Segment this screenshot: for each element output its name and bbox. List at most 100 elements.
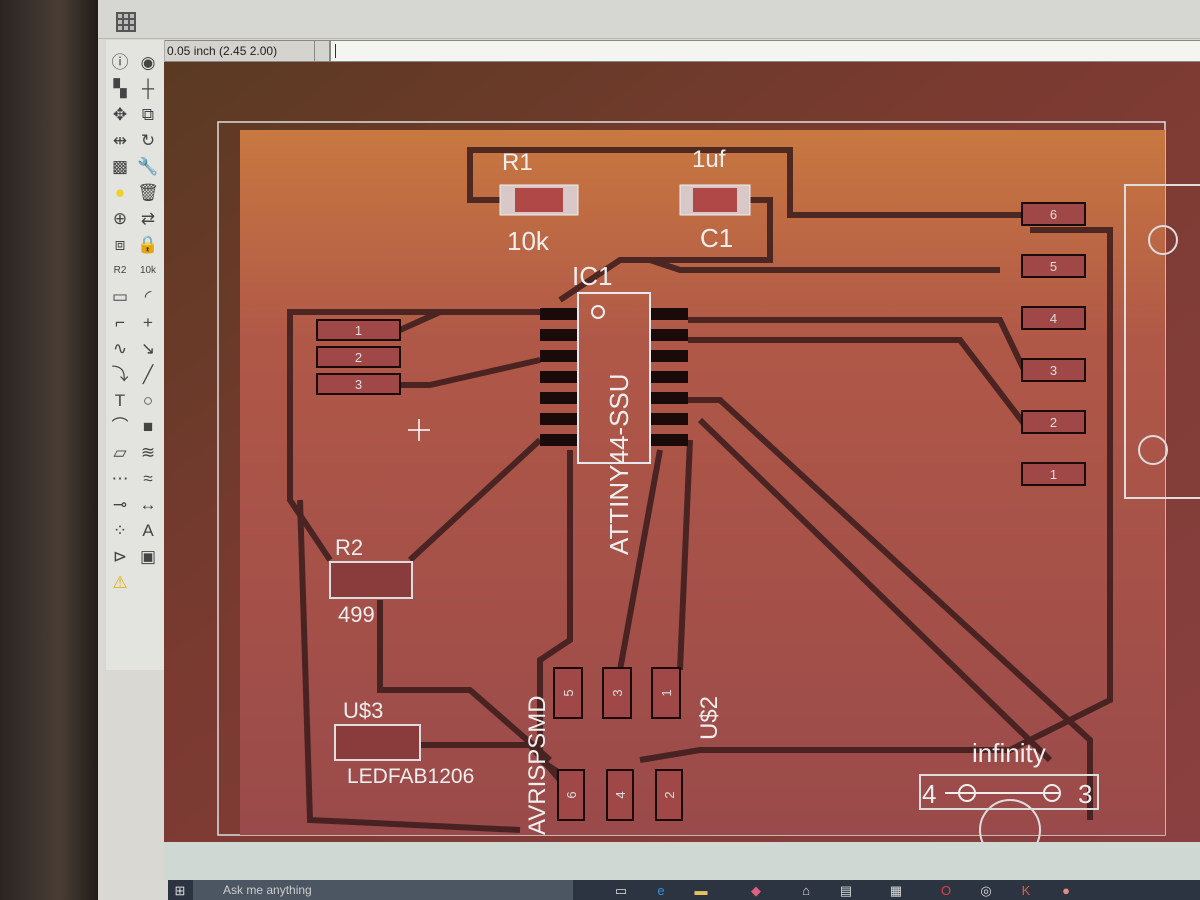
value-icon[interactable]: 10k bbox=[139, 265, 157, 276]
crosshair-icon bbox=[408, 419, 430, 441]
left-header[interactable]: 1 2 3 bbox=[316, 319, 401, 395]
delete-icon[interactable]: 🗑 bbox=[137, 183, 159, 202]
pad: 6 bbox=[557, 769, 585, 821]
smash-icon[interactable]: ⧈ bbox=[114, 235, 126, 254]
miter-icon[interactable]: ◜ bbox=[144, 287, 152, 306]
pad-label: 2 bbox=[355, 350, 362, 365]
edge-icon[interactable]: e bbox=[657, 883, 665, 898]
group-icon[interactable]: ▩ bbox=[111, 157, 129, 176]
rectangle-icon[interactable]: ■ bbox=[142, 417, 154, 436]
autorouter-icon[interactable]: ⊸ bbox=[112, 495, 128, 514]
meander-icon[interactable]: ∿ bbox=[112, 339, 128, 358]
route-a-icon[interactable]: A bbox=[142, 521, 154, 540]
polygon-icon[interactable]: ▱ bbox=[113, 443, 127, 462]
warning-icon[interactable]: ⚠ bbox=[112, 573, 128, 592]
gate-icon[interactable]: ⊳ bbox=[112, 547, 128, 566]
route-icon[interactable]: ↘ bbox=[140, 339, 156, 358]
grid-icon[interactable] bbox=[116, 12, 136, 32]
pad: 5 bbox=[553, 667, 583, 719]
part-infinity[interactable]: infinity 4 3 bbox=[919, 738, 1099, 861]
ic-pad bbox=[650, 329, 688, 341]
pad-label: 5 bbox=[1050, 259, 1057, 274]
part-r2[interactable]: R2 499 bbox=[329, 535, 413, 627]
mirror-icon[interactable]: ⇹ bbox=[112, 131, 128, 150]
drc-tools-icon[interactable]: ⁘ bbox=[112, 521, 128, 540]
ic-pad bbox=[540, 371, 578, 383]
pad: 3 bbox=[1021, 358, 1086, 382]
info-icon[interactable]: ⓘ bbox=[111, 53, 129, 72]
pad: 2 bbox=[655, 769, 683, 821]
windows-start-icon[interactable]: ⊞ bbox=[174, 883, 186, 898]
circle-icon[interactable]: ○ bbox=[142, 391, 154, 410]
move-icon[interactable]: ✥ bbox=[112, 105, 128, 124]
part-u3[interactable]: U$3 LEDFAB1206 bbox=[334, 698, 474, 788]
ic-pad bbox=[540, 392, 578, 404]
k-app-icon[interactable]: K bbox=[1021, 883, 1031, 898]
optimize-icon[interactable]: + bbox=[143, 313, 153, 332]
opera-icon[interactable]: O bbox=[940, 883, 952, 898]
part-c1[interactable]: 1uf C1 bbox=[679, 146, 751, 253]
ic-pad bbox=[650, 371, 688, 383]
eagle-board-editor: 0.05 inch (2.45 2.00) ⓘ ◉ ▚ ┼ ✥ ⧉ ⇹ ↻ ▩ 🔧 ● 🗑 ⊕ ⇄ ⧈ 🔒 R2… bbox=[98, 0, 1200, 900]
pad: 1 bbox=[651, 667, 681, 719]
taskbar-search[interactable]: Ask me anything bbox=[193, 880, 573, 900]
terminal-icon[interactable]: ▤ bbox=[839, 883, 853, 898]
monitor-bezel bbox=[0, 0, 100, 900]
pad-label: 3 bbox=[355, 377, 362, 392]
ic-pad bbox=[650, 413, 688, 425]
eagle-app-icon[interactable]: ◆ bbox=[751, 883, 761, 898]
part-name: IC1 bbox=[572, 261, 612, 291]
part-ic1[interactable]: IC1 ATTINY44-SSU bbox=[540, 261, 688, 555]
via-icon[interactable]: ≋ bbox=[140, 443, 156, 462]
dot-icon[interactable]: ● bbox=[114, 183, 126, 202]
rotate-icon[interactable]: ↻ bbox=[140, 131, 156, 150]
pad: 2 bbox=[1021, 410, 1086, 434]
ic-pad bbox=[540, 350, 578, 362]
calculator-icon[interactable]: ▦ bbox=[889, 883, 903, 898]
command-toolbar: ⓘ ◉ ▚ ┼ ✥ ⧉ ⇹ ↻ ▩ 🔧 ● 🗑 ⊕ ⇄ ⧈ 🔒 R2 10k ▭ ◜ ⌐ + ∿ ↘ ⤵ ╱ T ○ ⌒ ■ ▱ ≋ ⋯ ≈ ⊸ ↔ ⁘… bbox=[106, 40, 165, 670]
route-diff-icon[interactable]: ⤵ bbox=[111, 365, 129, 384]
app-icon[interactable]: ◎ bbox=[980, 883, 992, 898]
pad: 1 bbox=[316, 319, 401, 341]
arc-icon[interactable]: ⌒ bbox=[111, 417, 129, 436]
command-input[interactable] bbox=[330, 40, 1200, 62]
ratsnest-icon[interactable]: ≈ bbox=[143, 469, 153, 488]
lock-icon[interactable]: 🔒 bbox=[137, 235, 159, 254]
copy-icon[interactable]: ⧉ bbox=[141, 105, 155, 124]
pad: 3 bbox=[602, 667, 632, 719]
ripup-icon[interactable]: ▭ bbox=[111, 287, 129, 306]
pin-label: 3 bbox=[1078, 779, 1092, 809]
wrench-icon[interactable]: 🔧 bbox=[137, 157, 159, 176]
part-name: R1 bbox=[502, 149, 533, 176]
task-view-icon[interactable]: ▭ bbox=[614, 883, 628, 898]
layer-colors-icon[interactable]: ▚ bbox=[113, 79, 127, 98]
coordinate-readout: 0.05 inch (2.45 2.00) bbox=[162, 40, 318, 62]
mark-icon[interactable]: ┼ bbox=[141, 79, 155, 98]
add-part-icon[interactable]: ⊕ bbox=[112, 209, 128, 228]
store-icon[interactable]: ⌂ bbox=[802, 883, 810, 898]
pad: 6 bbox=[1021, 202, 1086, 226]
wire-icon[interactable]: ╱ bbox=[142, 365, 154, 384]
file-explorer-icon[interactable]: ▬ bbox=[694, 883, 708, 898]
traces bbox=[287, 147, 1113, 833]
part-value: LEDFAB1206 bbox=[347, 765, 474, 788]
pad-label: 2 bbox=[662, 791, 677, 798]
text-icon[interactable]: T bbox=[114, 391, 126, 410]
replace-icon[interactable]: ⇄ bbox=[140, 209, 156, 228]
part-r1[interactable]: R1 10k bbox=[499, 149, 579, 256]
ic-pad bbox=[540, 308, 578, 320]
erc-icon[interactable]: ▣ bbox=[139, 547, 157, 566]
status-separator bbox=[314, 40, 330, 62]
split-icon[interactable]: ⌐ bbox=[115, 313, 125, 332]
chrome-icon[interactable]: ● bbox=[1062, 883, 1070, 898]
dimension-icon[interactable]: ↔ bbox=[139, 495, 157, 514]
eye-icon[interactable]: ◉ bbox=[140, 53, 156, 72]
part-name: R2 bbox=[335, 535, 363, 560]
signal-icon[interactable]: ⋯ bbox=[111, 469, 129, 488]
pad-label: 6 bbox=[1050, 207, 1057, 222]
text-cursor bbox=[335, 44, 336, 58]
name-icon[interactable]: R2 bbox=[113, 265, 127, 276]
